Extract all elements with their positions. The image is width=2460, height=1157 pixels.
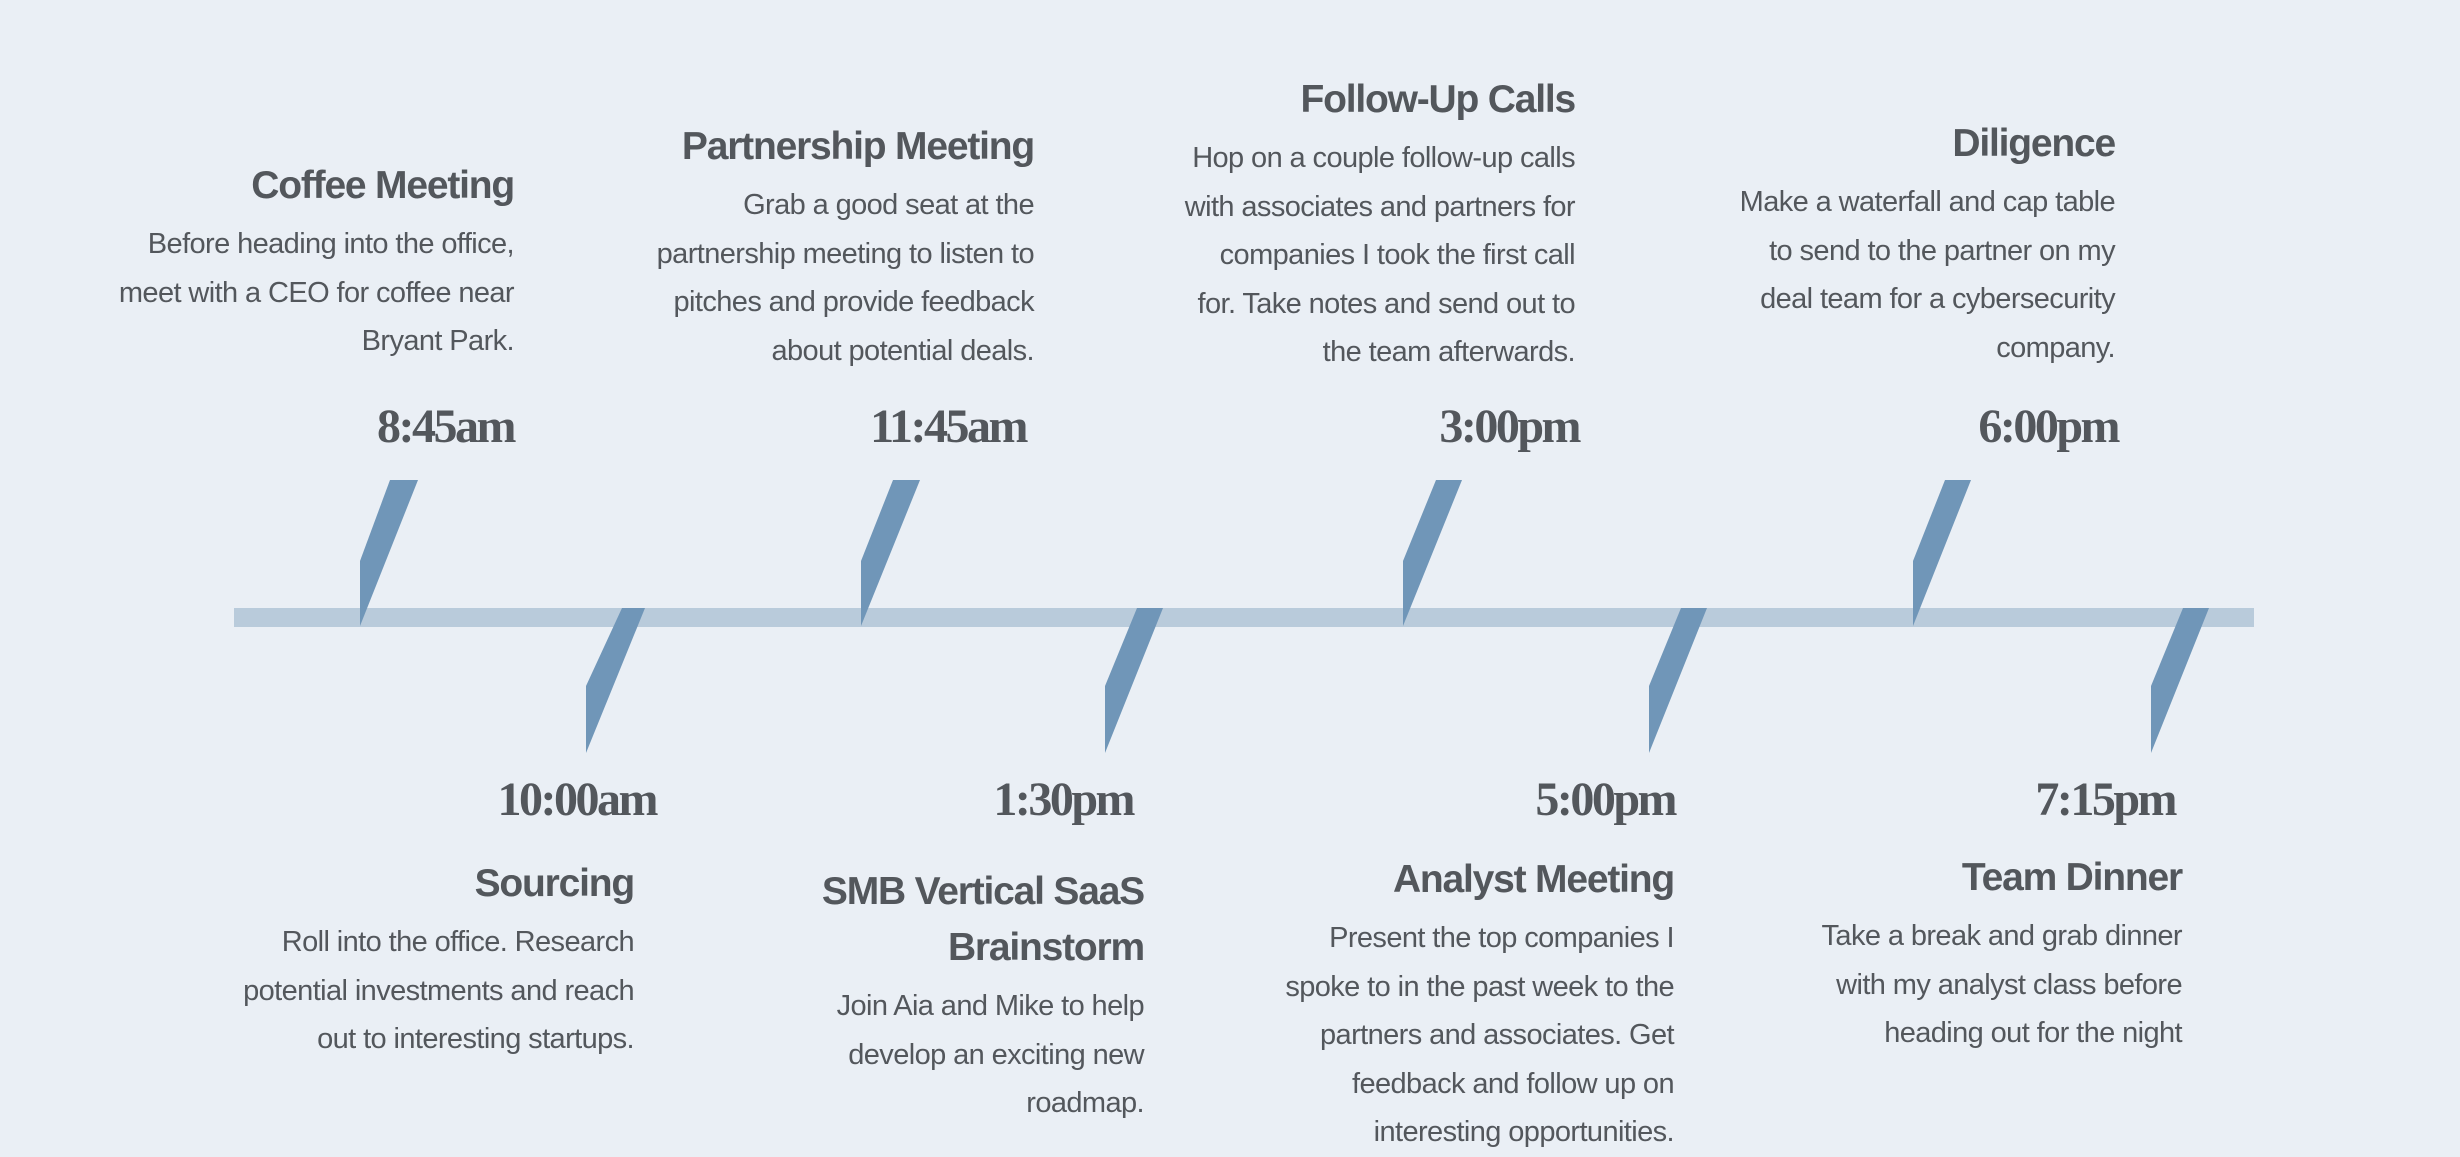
event-description-line: Join Aia and Mike to help xyxy=(836,990,1145,1022)
event-description-line: Before heading into the office, xyxy=(147,228,515,260)
tick-marker-0845 xyxy=(360,480,418,626)
event-title: Follow-Up Calls xyxy=(1300,78,1576,121)
event-description-line: develop an exciting new xyxy=(848,1038,1144,1071)
event-description-line: partners and associates. Get xyxy=(1320,1019,1675,1051)
event-description-line: with associates and partners for xyxy=(1184,190,1576,223)
event-time: 7:15pm xyxy=(2035,773,2177,826)
event-title: Coffee Meeting xyxy=(251,164,515,207)
tick-marker-1145 xyxy=(861,480,920,626)
event-team-dinner: Team Dinner Take a break and grab dinner… xyxy=(1821,850,2184,1058)
event-smb-brainstorm: SMB Vertical SaaS Brainstorm Join Aia an… xyxy=(821,864,1145,1128)
event-analyst-meeting: Analyst Meeting Present the top companie… xyxy=(1285,852,1675,1157)
event-description-line: meet with a CEO for coffee near xyxy=(118,276,515,309)
event-diligence: Diligence Make a waterfall and cap table… xyxy=(1739,116,2117,372)
event-time: 3:00pm xyxy=(1439,400,1581,453)
event-title-line: Brainstorm xyxy=(947,926,1145,969)
tick-marker-1330 xyxy=(1105,608,1163,753)
timeline-axis xyxy=(234,608,2254,627)
event-description-line: Hop on a couple follow-up calls xyxy=(1192,142,1575,174)
event-time: 8:45am xyxy=(377,400,516,453)
tick-marker-1500 xyxy=(1403,480,1462,626)
event-description-line: to send to the partner on my xyxy=(1769,234,2116,267)
event-time: 1:30pm xyxy=(993,773,1135,826)
event-description-line: Roll into the office. Research xyxy=(281,926,635,958)
event-partnership-meeting: Partnership Meeting Grab a good seat at … xyxy=(656,119,1036,375)
event-description-line: spoke to in the past week to the xyxy=(1285,970,1674,1003)
event-title: Analyst Meeting xyxy=(1392,858,1675,901)
event-time: 11:45am xyxy=(870,400,1028,453)
event-description-line: roadmap. xyxy=(1026,1087,1144,1119)
event-description-line: companies I took the first call xyxy=(1219,239,1576,271)
event-description-line: pitches and provide feedback xyxy=(673,286,1035,318)
event-sourcing: Sourcing Roll into the office. Research … xyxy=(243,856,636,1064)
event-title: Team Dinner xyxy=(1961,856,2183,899)
event-description-line: interesting opportunities. xyxy=(1373,1116,1675,1148)
event-title-line: SMB Vertical SaaS xyxy=(821,870,1145,913)
event-description-line: potential investments and reach xyxy=(243,974,634,1007)
event-time: 10:00am xyxy=(497,773,659,826)
tick-marker-1700 xyxy=(1649,608,1707,753)
tick-marker-1800 xyxy=(1913,480,1971,626)
event-follow-up-calls: Follow-Up Calls Hop on a couple follow-u… xyxy=(1184,72,1576,377)
event-description-line: Grab a good seat at the xyxy=(743,189,1035,221)
event-title: Sourcing xyxy=(474,862,636,905)
event-description-line: Take a break and grab dinner xyxy=(1821,920,2183,952)
event-description-line: company. xyxy=(1996,331,2115,364)
event-description-line: about potential deals. xyxy=(771,334,1034,367)
timeline-graphic xyxy=(234,480,2254,753)
event-title: Partnership Meeting xyxy=(681,125,1035,168)
event-description-line: Bryant Park. xyxy=(361,325,515,357)
event-description-line: partnership meeting to listen to xyxy=(656,237,1035,270)
event-time: 6:00pm xyxy=(1978,400,2120,453)
event-title: Diligence xyxy=(1952,122,2116,165)
event-description-line: for. Take notes and send out to xyxy=(1197,287,1576,320)
event-description-line: feedback and follow up on xyxy=(1352,1067,1675,1100)
tick-marker-1000 xyxy=(586,608,645,753)
event-description-line: heading out for the night xyxy=(1884,1017,2182,1049)
event-coffee-meeting: Coffee Meeting Before heading into the o… xyxy=(118,158,515,366)
event-description-line: with my analyst class before xyxy=(1836,968,2182,1001)
event-description-line: Present the top companies I xyxy=(1329,922,1675,954)
event-description-line: Make a waterfall and cap table xyxy=(1739,186,2116,218)
tick-marker-1915 xyxy=(2151,608,2209,753)
event-description-line: out to interesting startups. xyxy=(317,1023,634,1055)
event-time: 5:00pm xyxy=(1535,773,1677,826)
event-description-line: the team afterwards. xyxy=(1322,336,1576,368)
event-description-line: deal team for a cybersecurity xyxy=(1760,283,2116,315)
